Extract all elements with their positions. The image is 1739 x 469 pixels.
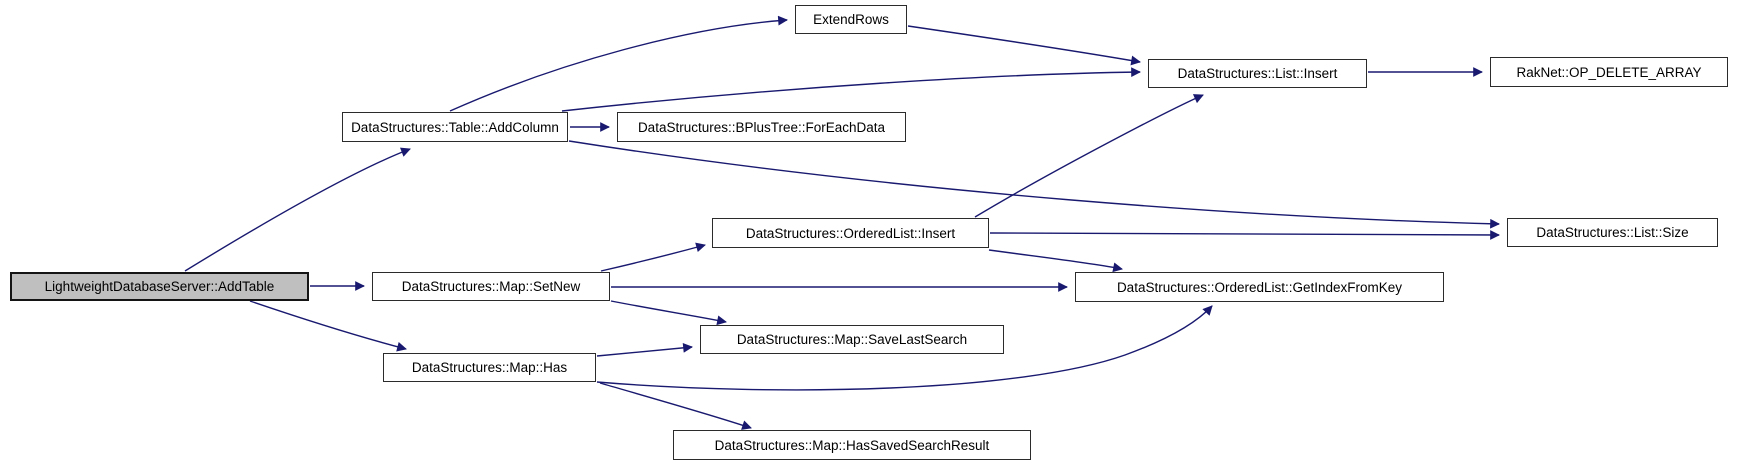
edge-addcolumn-listsize [568,140,1500,229]
edge-addcolumn-extendrows [449,15,788,112]
edge-maphas-getindex [596,305,1213,391]
edge-setnew-orderedinsert [600,242,706,272]
node-addcolumn[interactable]: DataStructures::Table::AddColumn [342,112,568,142]
edge-extendrows-listinsert [907,25,1141,66]
node-maphas[interactable]: DataStructures::Map::Has [383,353,596,382]
node-savelastsearch[interactable]: DataStructures::Map::SaveLastSearch [700,325,1004,354]
edge-addcolumn-listinsert [561,67,1141,112]
edge-orderedinsert-listsize [989,230,1500,240]
edge-orderedinsert-getindex [988,249,1123,273]
edge-orderedinsert-listinsert [974,94,1204,218]
node-addtable[interactable]: LightweightDatabaseServer::AddTable [10,272,309,301]
node-foreachdata[interactable]: DataStructures::BPlusTree::ForEachData [617,112,906,142]
node-extendrows[interactable]: ExtendRows [795,5,907,34]
edge-maphas-savelastsearch [596,343,693,357]
edge-addtable-addcolumn [184,147,411,272]
edge-addtable-maphas [249,300,407,352]
node-listsize[interactable]: DataStructures::List::Size [1507,218,1718,247]
edge-maphas-hassaved [599,382,752,430]
node-orderedinsert[interactable]: DataStructures::OrderedList::Insert [712,218,989,248]
edge-setnew-savelastsearch [610,300,727,326]
node-listinsert[interactable]: DataStructures::List::Insert [1148,59,1367,88]
node-hassaved[interactable]: DataStructures::Map::HasSavedSearchResul… [673,430,1031,460]
node-getindex[interactable]: DataStructures::OrderedList::GetIndexFro… [1075,272,1444,302]
node-setnew[interactable]: DataStructures::Map::SetNew [372,272,610,301]
node-rakdelete[interactable]: RakNet::OP_DELETE_ARRAY [1490,57,1728,87]
